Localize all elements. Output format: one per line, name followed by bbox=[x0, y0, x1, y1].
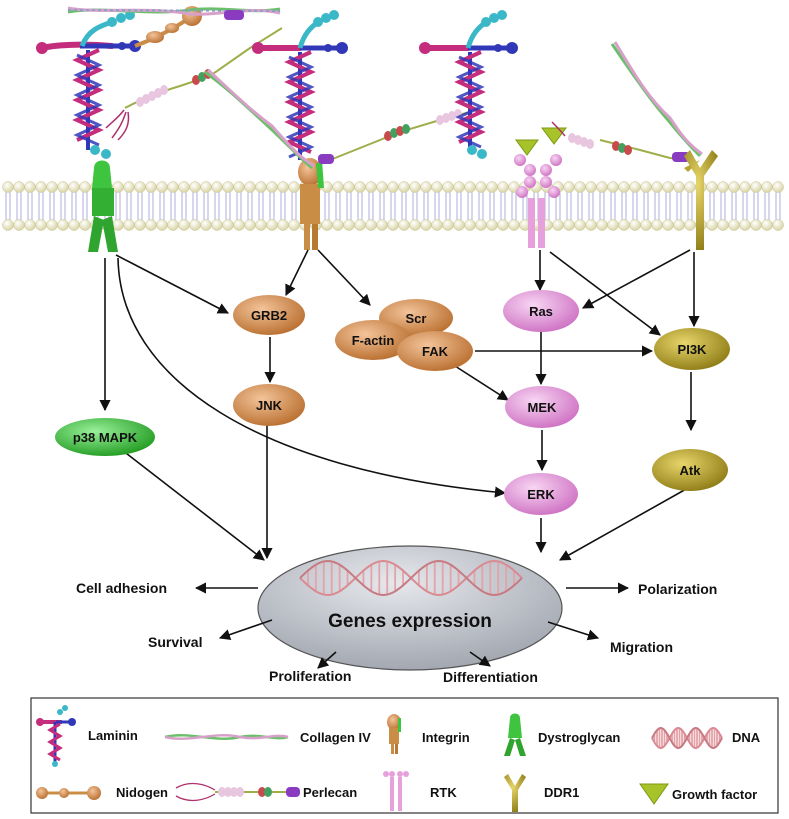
svg-text:GRB2: GRB2 bbox=[251, 308, 287, 323]
perlecan-left bbox=[105, 10, 283, 141]
svg-text:Scr: Scr bbox=[406, 311, 427, 326]
legend-growth-factor-label: Growth factor bbox=[672, 787, 757, 802]
legend-integrin-label: Integrin bbox=[422, 730, 470, 745]
dna-icon bbox=[651, 726, 723, 750]
collagen-icon bbox=[164, 734, 289, 740]
laminin-complex-middle bbox=[252, 10, 348, 160]
perlecan-right bbox=[551, 121, 691, 162]
collagen-right bbox=[610, 41, 703, 158]
outcome-migration: Migration bbox=[610, 639, 673, 655]
genes-expression-label: Genes expression bbox=[328, 611, 492, 632]
svg-text:Ras: Ras bbox=[529, 304, 553, 319]
genes-expression: Genes expression bbox=[257, 545, 563, 671]
legend-laminin-label: Laminin bbox=[88, 728, 138, 743]
legend-dystroglycan-label: Dystroglycan bbox=[538, 730, 620, 745]
growth-factor-icon bbox=[639, 783, 669, 805]
svg-text:F-actin: F-actin bbox=[352, 333, 395, 348]
laminin-complex-left bbox=[36, 10, 141, 159]
rtk-icon bbox=[383, 771, 409, 811]
dna-helix bbox=[299, 559, 523, 597]
collagen-middle bbox=[204, 68, 315, 170]
pathway-arrows bbox=[99, 249, 700, 561]
legend-collagen-label: Collagen IV bbox=[300, 730, 371, 745]
svg-text:FAK: FAK bbox=[422, 344, 449, 359]
outcome-arrows bbox=[194, 582, 630, 669]
outcome-polarization: Polarization bbox=[638, 581, 717, 597]
legend-dna-label: DNA bbox=[732, 730, 761, 745]
svg-text:MEK: MEK bbox=[528, 400, 558, 415]
legend-rtk-label: RTK bbox=[430, 785, 457, 800]
growth-factor-2 bbox=[541, 127, 567, 145]
node-fak: FAK bbox=[397, 331, 473, 371]
ddr1-icon bbox=[504, 774, 526, 812]
node-mek: MEK bbox=[505, 386, 579, 428]
node-ras: Ras bbox=[503, 290, 579, 332]
svg-text:JNK: JNK bbox=[256, 398, 283, 413]
laminin-free bbox=[419, 10, 518, 159]
perlecan-middle bbox=[318, 109, 471, 164]
node-factin: F-actin bbox=[335, 320, 411, 360]
rtk bbox=[514, 154, 562, 248]
ddr1 bbox=[684, 150, 718, 250]
dystroglycan bbox=[88, 160, 118, 252]
outcome-differentiation: Differentiation bbox=[443, 669, 538, 685]
svg-text:p38 MAPK: p38 MAPK bbox=[73, 430, 138, 445]
dystroglycan-icon bbox=[504, 713, 526, 756]
node-grb2: GRB2 bbox=[233, 295, 305, 335]
node-erk: ERK bbox=[504, 473, 578, 515]
node-jnk: JNK bbox=[233, 384, 305, 426]
svg-text:PI3K: PI3K bbox=[678, 342, 708, 357]
legend-perlecan-label: Perlecan bbox=[303, 785, 357, 800]
laminin-icon bbox=[36, 705, 76, 767]
nidogen-icon bbox=[36, 786, 101, 800]
perlecan-icon bbox=[175, 782, 300, 802]
legend-ddr1-label: DDR1 bbox=[544, 785, 579, 800]
outcome-cell-adhesion: Cell adhesion bbox=[76, 580, 167, 596]
svg-text:ERK: ERK bbox=[527, 487, 555, 502]
node-atk: Atk bbox=[652, 449, 728, 491]
collagen-top bbox=[67, 6, 281, 16]
svg-text:Atk: Atk bbox=[680, 463, 702, 478]
outcome-proliferation: Proliferation bbox=[269, 668, 351, 684]
integrin bbox=[298, 158, 324, 250]
cell-membrane bbox=[2, 181, 784, 231]
growth-factor-1 bbox=[515, 139, 539, 156]
legend-nidogen-label: Nidogen bbox=[116, 785, 168, 800]
legend: Laminin Collagen IV Integrin Dystroglyca… bbox=[30, 697, 779, 814]
node-p38-mapk: p38 MAPK bbox=[55, 418, 155, 456]
node-pi3k: PI3K bbox=[654, 328, 730, 370]
integrin-icon bbox=[387, 714, 401, 754]
outcome-survival: Survival bbox=[148, 634, 202, 650]
